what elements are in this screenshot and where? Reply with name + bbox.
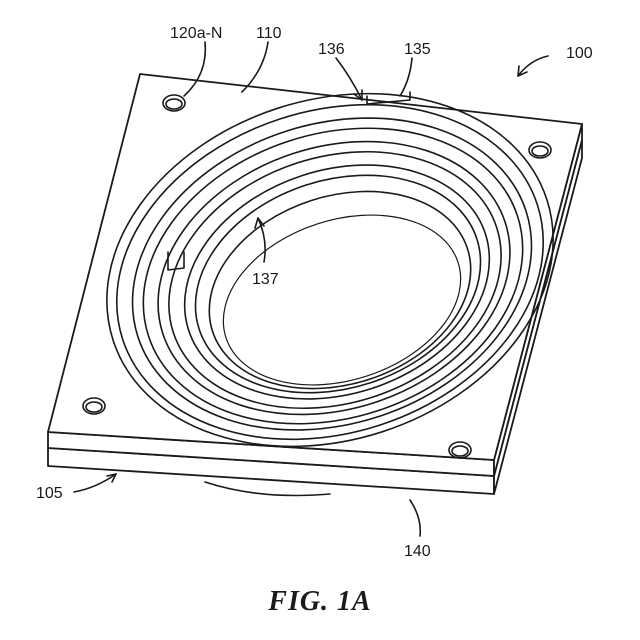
underside-ring bbox=[205, 482, 330, 496]
figure-caption: FIG. 1A bbox=[0, 586, 640, 618]
label-110: 110 bbox=[256, 25, 282, 42]
label-137: 137 bbox=[252, 271, 279, 288]
label-100: 100 bbox=[566, 45, 593, 62]
label-105: 105 bbox=[36, 485, 63, 502]
label-120a-N: 120a-N bbox=[170, 25, 222, 42]
label-136: 136 bbox=[318, 41, 345, 58]
label-135: 135 bbox=[404, 41, 431, 58]
label-140: 140 bbox=[404, 543, 431, 560]
